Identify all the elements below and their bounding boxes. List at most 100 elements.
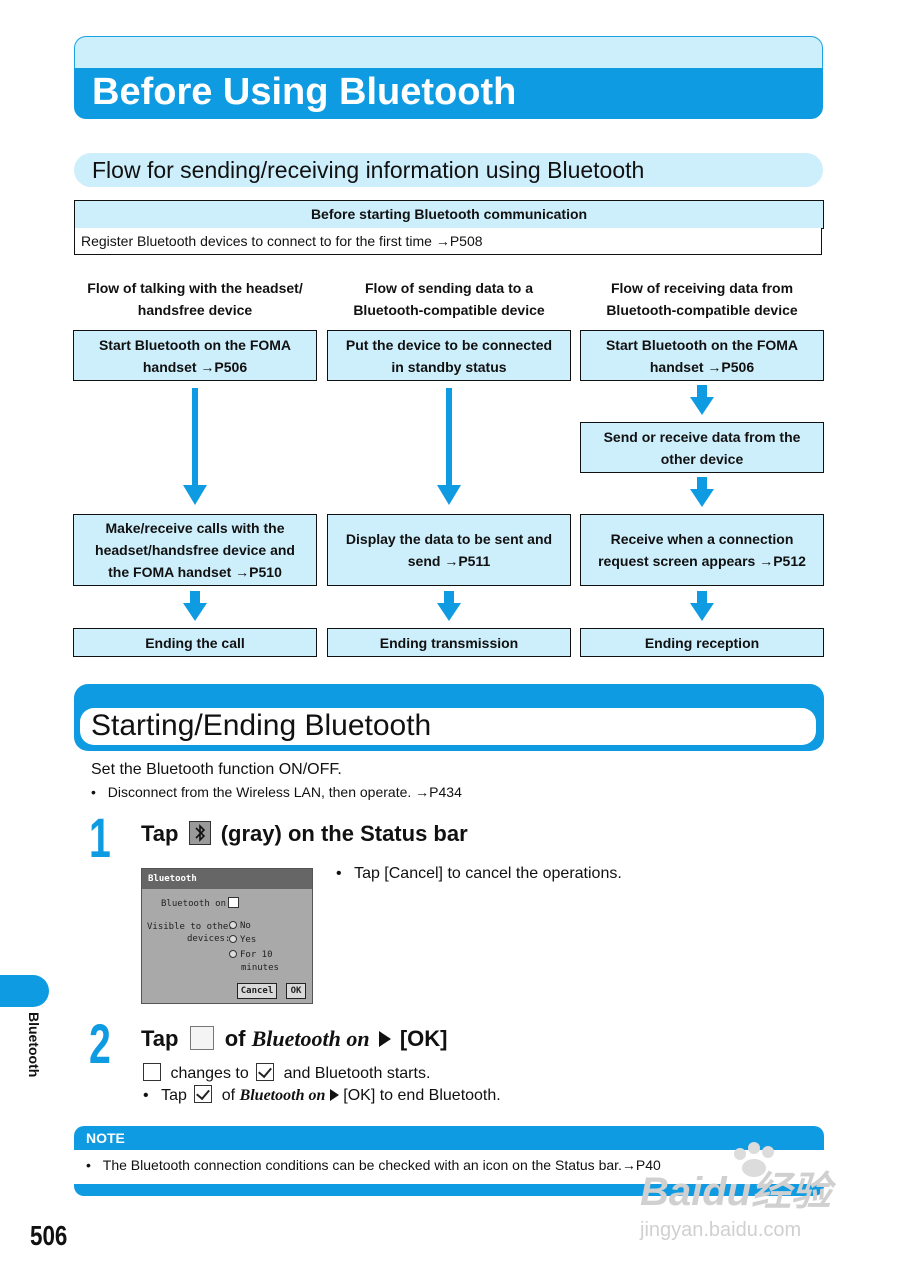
step-2-bullet-end: [OK] to end Bluetooth. — [343, 1087, 501, 1104]
step-2-title-item: Bluetooth on — [251, 1026, 370, 1051]
step-number-1: 1 — [89, 806, 111, 869]
note-label: NOTE — [86, 1130, 125, 1146]
column-heading-line: Bluetooth-compatible device — [606, 302, 798, 318]
before-starting-table: Before starting Bluetooth communication … — [74, 200, 824, 257]
watermark-url: jingyan.baidu.com — [640, 1219, 802, 1241]
radio-yes[interactable]: Yes — [229, 935, 256, 945]
arrow-head — [437, 603, 461, 621]
bluetooth-status-icon — [188, 821, 211, 845]
flow-arrow-shaft — [192, 388, 198, 486]
flow-box-line: Display the data to be sent and — [345, 531, 553, 547]
radio-icon — [229, 950, 237, 958]
starting-bullet: • Disconnect from the Wireless LAN, then… — [91, 783, 462, 801]
page-header: Before Using Bluetooth — [74, 36, 823, 119]
column-heading-line: Flow of receiving data from — [610, 280, 794, 296]
step-2-bullet-item: Bluetooth on — [239, 1087, 326, 1104]
column-heading-line: Flow of talking with the headset/ — [87, 280, 303, 296]
flow-arrow-small — [183, 591, 207, 621]
header-top-band — [74, 36, 823, 69]
before-starting-text: Register Bluetooth devices to connect to… — [74, 228, 822, 255]
bullet-icon: • — [143, 1087, 149, 1104]
page-number: 506 — [30, 1220, 68, 1251]
next-arrow-icon — [378, 1031, 391, 1047]
header-bottom-band — [74, 68, 823, 119]
column-heading-sending: Flow of sending data to a Bluetooth-comp… — [327, 277, 571, 321]
arrow-head — [690, 603, 714, 621]
step-number-2: 2 — [89, 1012, 111, 1075]
step-2-bullet: • Tap of Bluetooth on [OK] to end Blueto… — [143, 1085, 501, 1106]
checkbox-off-icon — [189, 1026, 214, 1050]
side-label: Bluetooth — [24, 1012, 44, 1077]
step-2-bullet-tap: Tap — [161, 1087, 187, 1104]
checkbox-on-icon — [256, 1063, 275, 1081]
column-heading-headset: Flow of talking with the headset/ handsf… — [73, 277, 317, 321]
flow-box-line: other device — [660, 450, 744, 467]
flow-box-receiving-request: Receive when a connection request screen … — [580, 514, 824, 586]
step-1-note: • Tap [Cancel] to cancel the operations. — [336, 864, 622, 884]
step-2-title-ok: [OK] — [399, 1026, 448, 1051]
step-2-starts-text: and Bluetooth starts. — [283, 1065, 431, 1082]
flow-box-ending-call: Ending the call — [73, 628, 317, 657]
step-2-changes-text: changes to — [170, 1065, 249, 1082]
column-heading-line: Bluetooth-compatible device — [353, 302, 545, 318]
flow-box-line: handset →P506 — [142, 358, 248, 375]
step-2-title: Tap of Bluetooth on [OK] — [141, 1025, 448, 1053]
step-1-title: Tap (gray) on the Status bar — [141, 820, 468, 848]
flow-box-line: request screen appears →P512 — [598, 553, 806, 569]
step-1-title-tap: Tap — [141, 821, 179, 846]
checkbox-off-icon — [143, 1063, 161, 1081]
radio-no[interactable]: No — [229, 921, 251, 931]
page-title: Before Using Bluetooth — [92, 71, 517, 113]
flow-box-line: Start Bluetooth on the FOMA — [605, 336, 799, 353]
side-label-text: Bluetooth — [26, 1012, 42, 1078]
radio-10min-label-2: minutes — [241, 963, 279, 973]
flow-arrow-small — [690, 385, 714, 415]
bt-on-checkbox[interactable] — [228, 897, 239, 908]
flow-box-line: in standby status — [391, 358, 507, 375]
arrow-stem — [697, 477, 707, 489]
flow-section-bar: Flow for sending/receiving information u… — [74, 153, 823, 187]
starting-section-title: Starting/Ending Bluetooth — [91, 709, 432, 742]
visible-label-2: devices: — [187, 934, 231, 944]
baidu-watermark: Baidu经验 jingyan.baidu.com — [640, 1140, 850, 1250]
arrow-stem — [190, 591, 200, 603]
bullet-icon: • — [86, 1157, 91, 1173]
radio-icon — [229, 935, 237, 943]
step-1-title-rest: (gray) on the Status bar — [220, 821, 468, 846]
starting-intro: Set the Bluetooth function ON/OFF. — [91, 761, 342, 778]
bt-on-label: Bluetooth on: — [161, 899, 232, 909]
radio-10min[interactable]: For 10 — [229, 950, 273, 960]
arrow-head — [183, 603, 207, 621]
arrow-head — [690, 489, 714, 507]
flow-box-ending-reception: Ending reception — [580, 628, 824, 657]
step-2-title-tap: Tap — [141, 1026, 179, 1051]
checkbox-on-icon — [194, 1085, 213, 1103]
side-tab — [0, 975, 49, 1007]
step-2-line1: changes to and Bluetooth starts. — [143, 1063, 430, 1084]
screen-ok-button[interactable]: OK — [286, 983, 306, 999]
flow-box-ending-transmission: Ending transmission — [327, 628, 571, 657]
note-text-row: • The Bluetooth connection conditions ca… — [86, 1156, 661, 1174]
next-arrow-icon — [329, 1089, 339, 1101]
column-heading-line: handsfree device — [137, 302, 253, 318]
arrow-head — [690, 397, 714, 415]
radio-yes-label: Yes — [240, 935, 257, 945]
screen-cancel-button[interactable]: Cancel — [237, 983, 277, 999]
flow-box-line: the FOMA handset →P510 — [108, 564, 282, 580]
note-header: NOTE — [74, 1126, 824, 1150]
paw-logo-icon — [734, 1142, 774, 1177]
bullet-icon: • — [91, 784, 96, 800]
arrow-stem — [444, 591, 454, 603]
flow-box-line: Receive when a connection — [610, 531, 794, 547]
flow-arrow-shaft — [446, 388, 452, 486]
bluetooth-settings-screenshot: Bluetooth Bluetooth on: Visible to other… — [141, 868, 313, 1004]
note-box: NOTE • The Bluetooth connection conditio… — [74, 1126, 824, 1196]
flow-arrow-small — [690, 477, 714, 507]
radio-10min-label: For 10 — [240, 950, 273, 960]
flow-section-title: Flow for sending/receiving information u… — [92, 157, 645, 183]
flow-arrow-small — [437, 591, 461, 621]
before-starting-header: Before starting Bluetooth communication — [74, 200, 824, 229]
